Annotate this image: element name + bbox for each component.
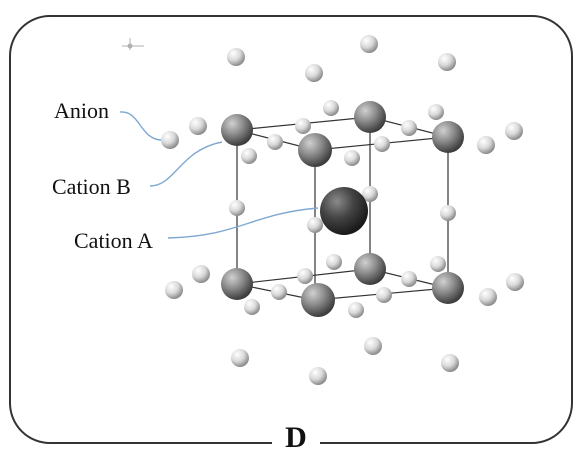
anion-leader-line: [119, 111, 163, 141]
cation-a-label: Cation A: [74, 228, 153, 253]
cation-b-leader-line: [149, 141, 223, 187]
cation-b-label: Cation B: [52, 174, 131, 199]
panel-letter: D: [272, 418, 320, 458]
leader-lines: [119, 111, 319, 239]
cation-a-atom: [320, 187, 368, 235]
axis-marker-icon: [122, 38, 144, 50]
anion-atoms: [161, 35, 524, 385]
anion-label: Anion: [54, 98, 109, 123]
cation-a-leader-line: [167, 207, 319, 239]
cation-b-atoms: [221, 101, 464, 317]
